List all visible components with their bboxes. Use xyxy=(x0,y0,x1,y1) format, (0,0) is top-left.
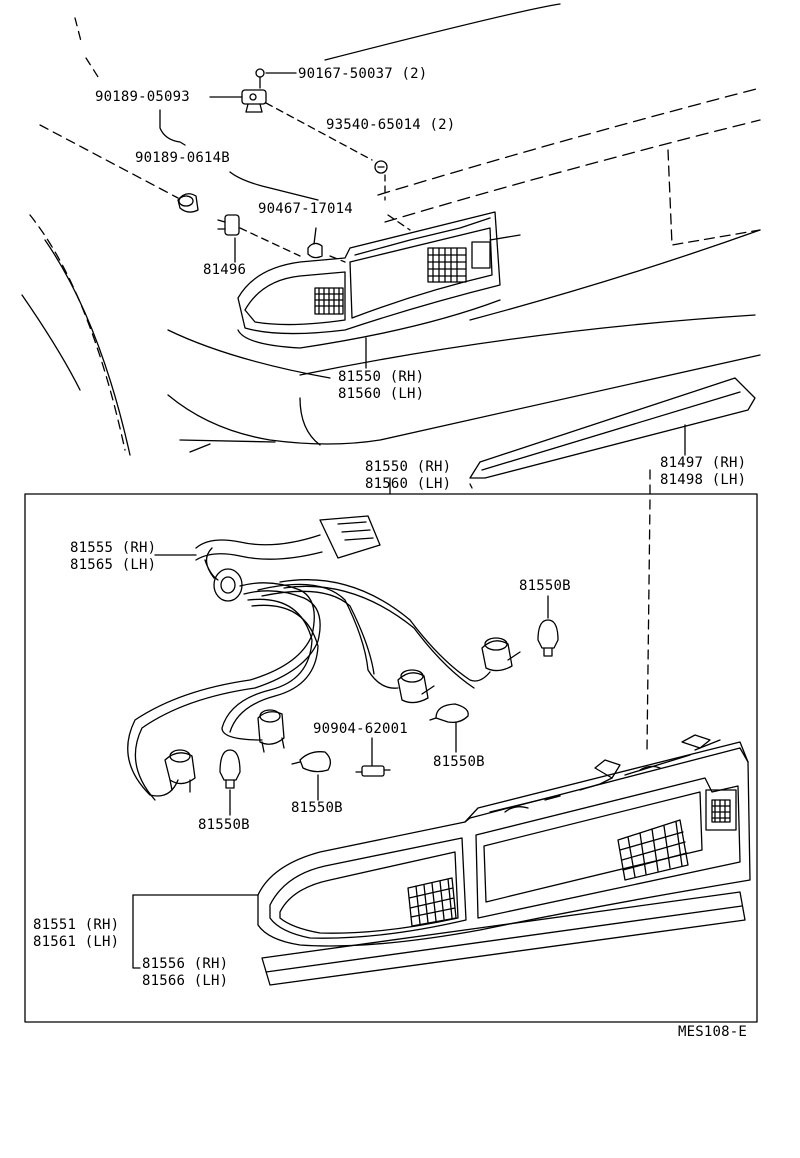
callout-81496: 81496 xyxy=(203,262,247,278)
harness-grommet-icon xyxy=(213,568,243,602)
wiring-harness xyxy=(127,515,491,801)
bulb-socket-icon xyxy=(257,709,285,753)
grommet-icon xyxy=(177,193,199,213)
clip-fastener-icon xyxy=(241,89,267,113)
detail-lamp-assembly xyxy=(257,734,751,986)
socket-icon xyxy=(217,214,240,236)
leader-lines-box xyxy=(132,554,549,969)
callout-90189-0614b: 90189-0614B xyxy=(135,150,230,166)
callout-81565-lh: 81565 (LH) xyxy=(70,557,157,573)
callout-90904-62001: 90904-62001 xyxy=(313,721,408,737)
callout-81498-lh: 81498 (LH) xyxy=(660,472,747,488)
combination-lamp-assembly xyxy=(237,211,501,349)
callout-81560-lh-box: 81560 (LH) xyxy=(365,476,452,492)
connector-icon xyxy=(319,515,381,559)
side-reflector-icon xyxy=(705,789,737,831)
callout-81497-rh: 81497 (RH) xyxy=(660,455,747,471)
callout-81561-lh: 81561 (LH) xyxy=(33,934,120,950)
bulb-socket-icon xyxy=(481,637,521,672)
diagram-id: MES108-E xyxy=(678,1024,748,1040)
bulb-icon xyxy=(537,619,559,657)
bulb-socket-icon xyxy=(164,749,196,793)
lower-garnish-strip xyxy=(261,891,746,986)
bulb-icon xyxy=(219,749,241,789)
callout-81556-rh: 81556 (RH) xyxy=(142,956,229,972)
callout-81550b-middle: 81550B xyxy=(291,800,343,816)
callout-81550-rh-box: 81550 (RH) xyxy=(365,459,452,475)
callout-90467-17014: 90467-17014 xyxy=(258,201,353,217)
reference-line xyxy=(646,499,651,751)
nut-icon xyxy=(307,242,323,259)
callout-81555-rh: 81555 (RH) xyxy=(70,540,157,556)
wedge-bulb-icon xyxy=(355,765,391,777)
callout-81550b-left: 81550B xyxy=(198,817,250,833)
callout-81560-lh-top: 81560 (LH) xyxy=(338,386,425,402)
callout-93540-65014: 93540-65014 (2) xyxy=(326,117,456,133)
vehicle-body-outline xyxy=(21,3,761,456)
rear-garnish-molding xyxy=(469,377,756,489)
callout-81550b-upper: 81550B xyxy=(519,578,571,594)
leader-lines-top xyxy=(39,72,686,501)
callout-81550-rh-top: 81550 (RH) xyxy=(338,369,425,385)
lens-grid-icon xyxy=(617,819,689,881)
callout-81566-lh: 81566 (LH) xyxy=(142,973,229,989)
callout-90189-05093: 90189-05093 xyxy=(95,89,190,105)
bulb-socket-icon xyxy=(397,669,435,704)
reflector-grid-icon xyxy=(427,247,467,283)
lens-grid-icon xyxy=(407,877,457,927)
callout-81551-rh: 81551 (RH) xyxy=(33,917,120,933)
callout-90167-50037: 90167-50037 (2) xyxy=(298,66,428,82)
nut-icon xyxy=(374,160,388,174)
detail-box xyxy=(24,493,758,1023)
callout-81550b-right: 81550B xyxy=(433,754,485,770)
bulb-icon xyxy=(429,703,469,724)
screw-icon xyxy=(255,68,265,89)
bulb-icon xyxy=(291,751,332,773)
